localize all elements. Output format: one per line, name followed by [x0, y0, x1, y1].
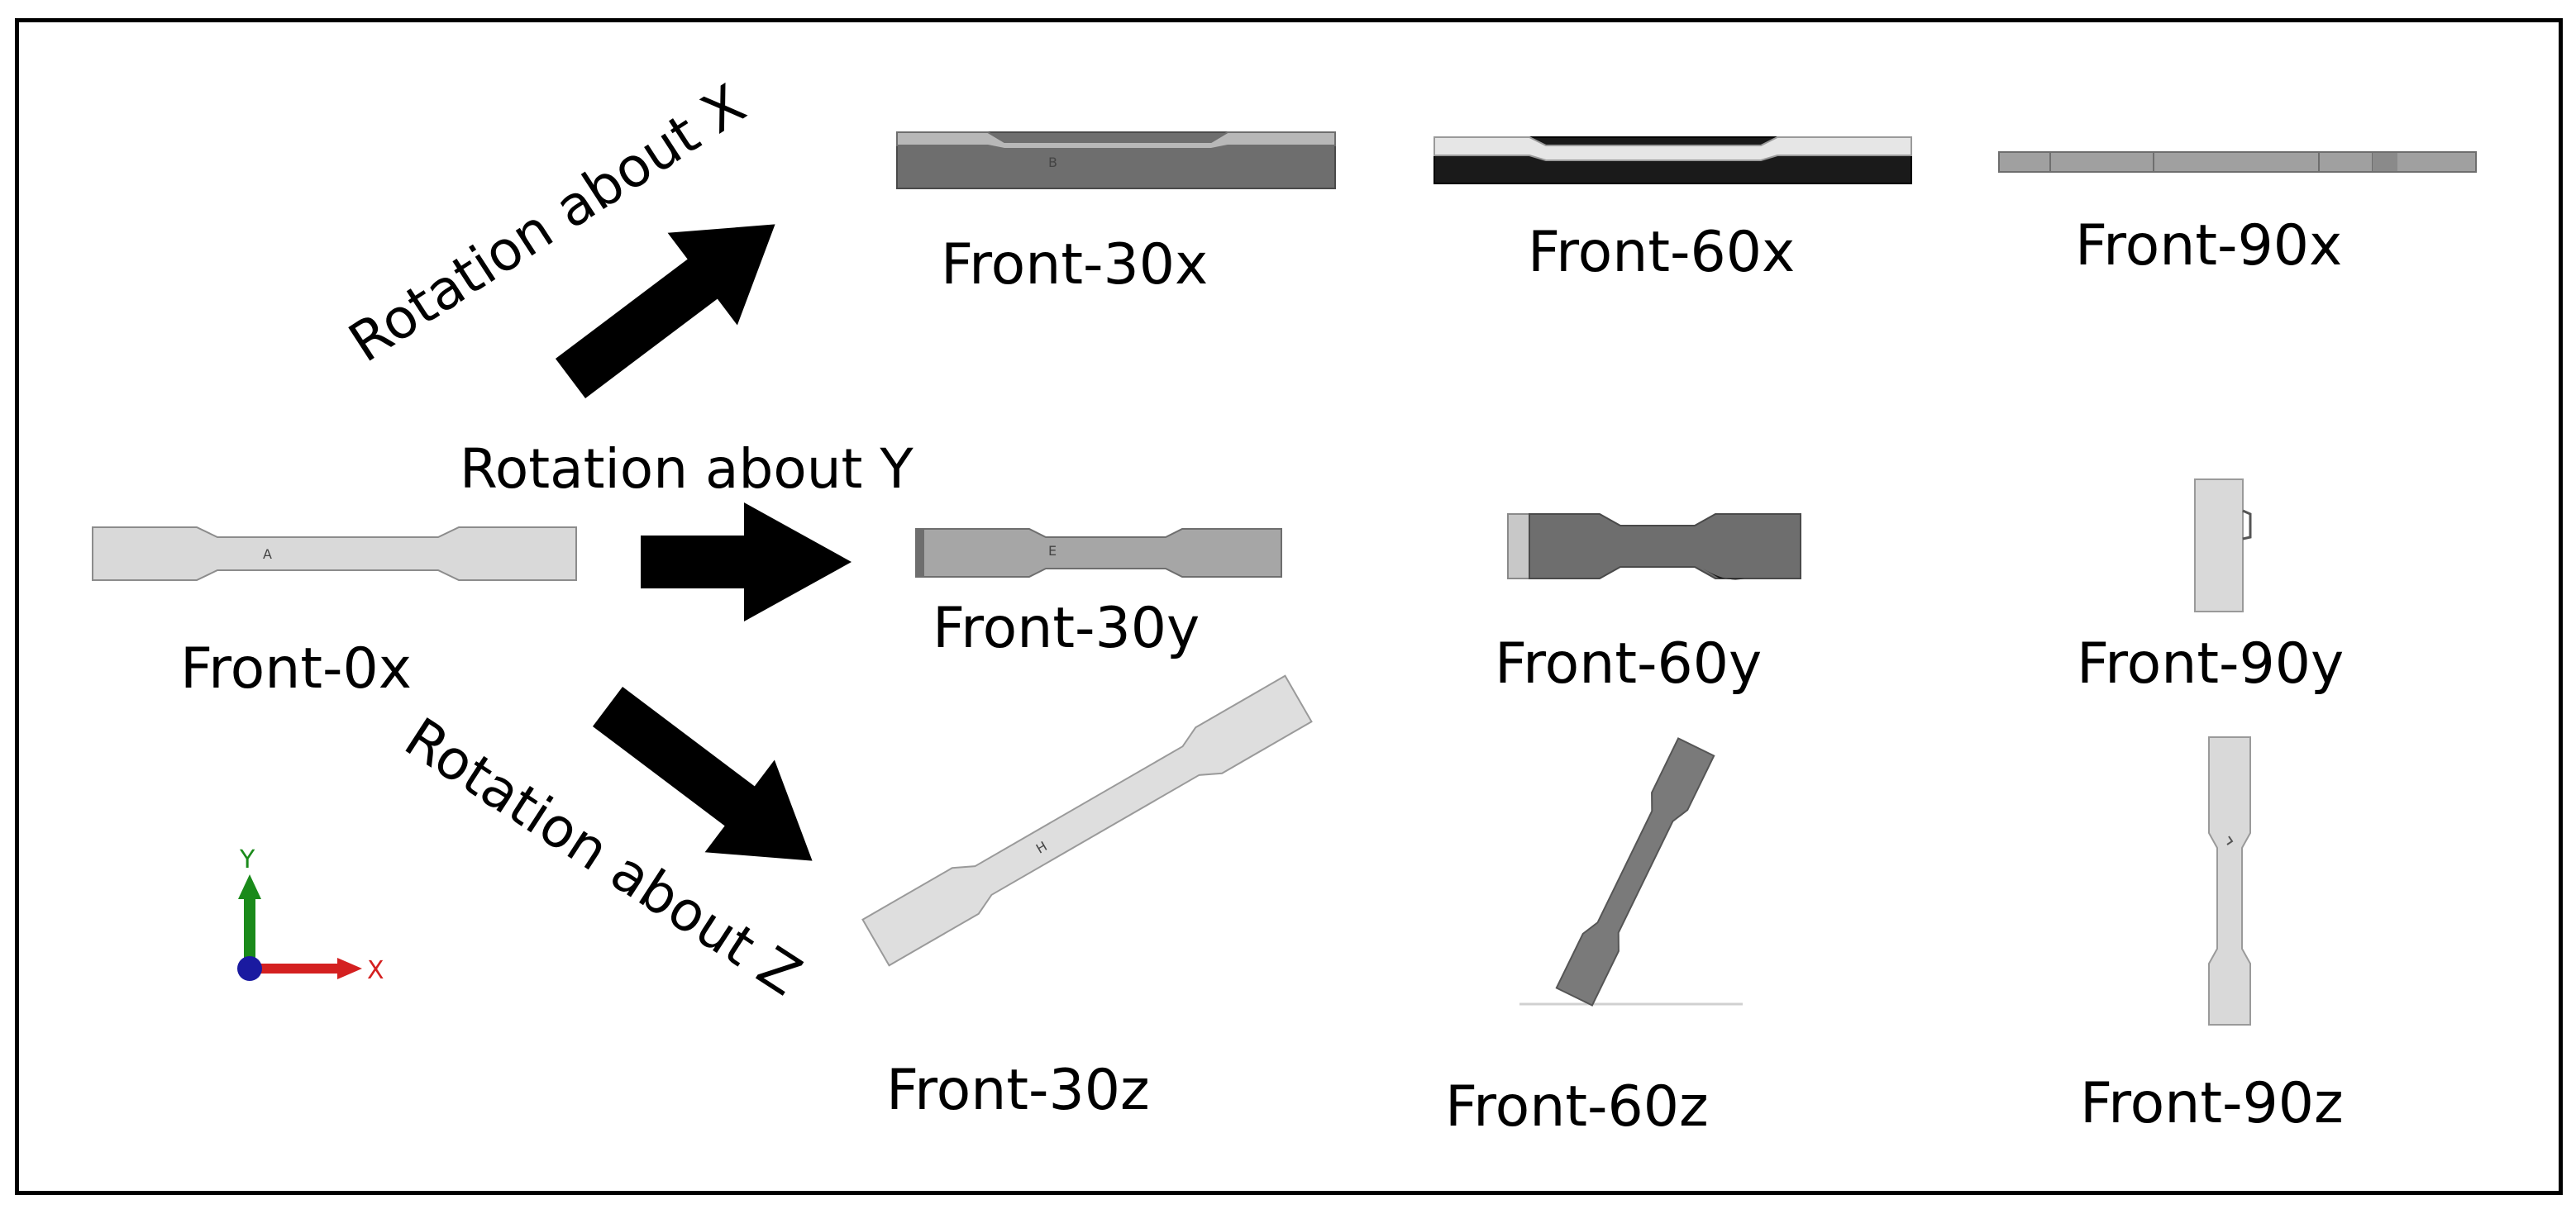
triad-x-label: X: [367, 956, 384, 985]
specimen-front-60y: [1507, 513, 1801, 580]
label-front-30x: Front-30x: [941, 232, 1208, 298]
specimen-front-90z: [2208, 736, 2251, 1026]
label-front-30z: Front-30z: [886, 1058, 1150, 1123]
label-front-30y: Front-30y: [933, 596, 1200, 661]
figure-frame: [15, 18, 2563, 1195]
label-front-0x: Front-0x: [180, 636, 412, 702]
label-rotation-about-z: Rotation about Z: [394, 706, 812, 1008]
label-rotation-about-y: Rotation about Y: [460, 437, 914, 501]
arrow-rotation-x: [555, 224, 775, 398]
specimen-marker-e: E: [1048, 543, 1057, 559]
label-front-60y: Front-60y: [1495, 631, 1762, 697]
arrow-rotation-y: [641, 502, 852, 621]
specimen-front-0x: A: [92, 526, 577, 581]
specimen-front-90y: [2194, 478, 2252, 612]
specimen-front-30z: H: [861, 674, 1313, 967]
specimen-front-30y: E: [915, 528, 1282, 578]
arrow-rotation-z: [592, 687, 813, 861]
specimen-front-30x: B: [896, 131, 1336, 189]
label-rotation-about-x: Rotation about X: [338, 72, 756, 374]
specimen-front-60z: [1519, 737, 1743, 1007]
coordinate-triad: Y X: [237, 845, 384, 985]
label-front-90y: Front-90y: [2077, 631, 2344, 697]
specimen-front-90x: [1998, 151, 2477, 173]
triad-origin: [237, 956, 262, 981]
label-front-90x: Front-90x: [2075, 213, 2342, 279]
triad-y-label: Y: [239, 845, 255, 874]
label-front-60z: Front-60z: [1445, 1074, 1709, 1140]
specimen-marker-b: B: [1048, 155, 1057, 170]
label-front-60x: Front-60x: [1528, 220, 1795, 285]
label-front-90z: Front-90z: [2080, 1071, 2344, 1136]
specimen-front-60x: [1433, 136, 1912, 184]
specimen-marker-a: A: [263, 546, 272, 562]
